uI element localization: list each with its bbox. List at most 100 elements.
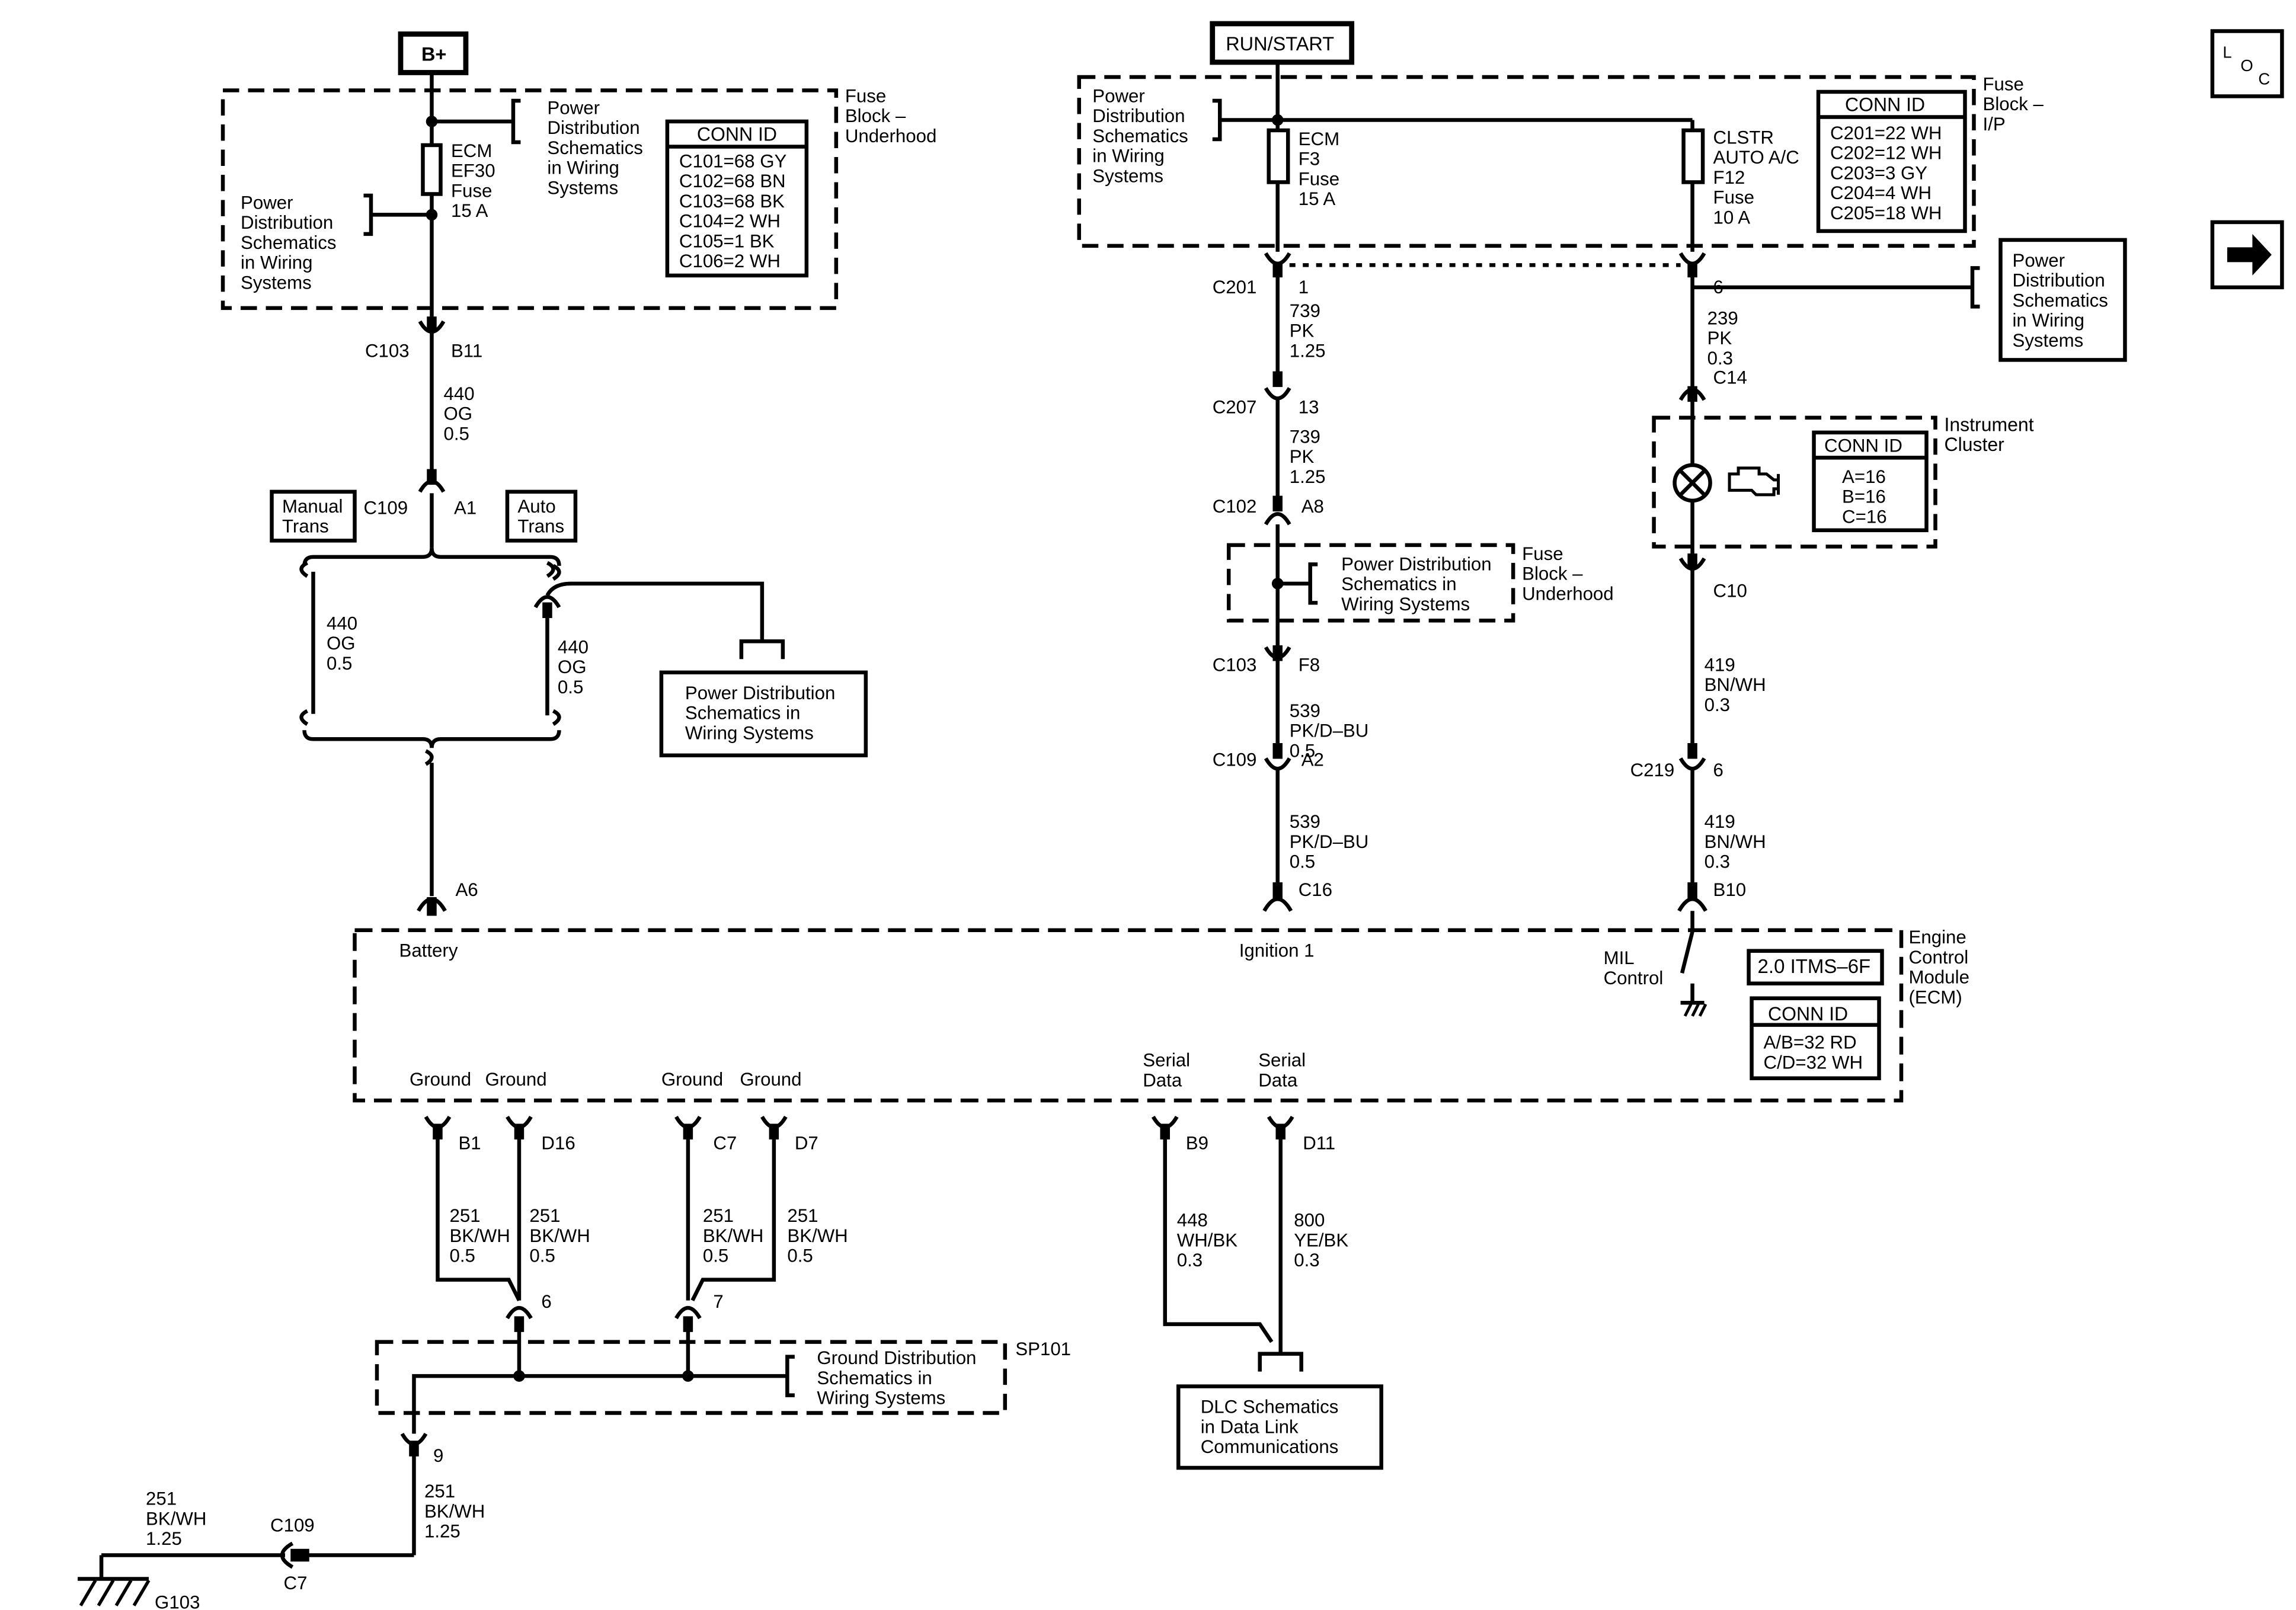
label-22-line-4: C205=18 WH xyxy=(1830,203,1942,223)
label-20-line-2: F12 xyxy=(1713,167,1745,188)
label-41: Ignition 1 xyxy=(1239,940,1315,961)
label-83-line-0: 251 xyxy=(424,1481,455,1502)
label-14-line-1: OG xyxy=(558,657,587,677)
label-23-line-2: I/P xyxy=(1982,114,2005,135)
label-32-line-2: Wiring Systems xyxy=(1341,594,1470,614)
loc-button[interactable] xyxy=(2210,29,2284,98)
label-76-line-0: 448 xyxy=(1177,1210,1208,1231)
label-28-line-0: 13 xyxy=(1299,396,1319,417)
label-33-line-1: Block – xyxy=(1522,564,1583,584)
label-27: C207 xyxy=(1213,396,1257,417)
label-40-line-0: C16 xyxy=(1299,879,1332,900)
label-3-line-4: Systems xyxy=(241,272,312,293)
label-5-line-0: C101=68 GY xyxy=(679,151,787,171)
label-52: 6 xyxy=(1713,760,1723,780)
next-page-button[interactable] xyxy=(2210,220,2284,290)
power-distribution-box-right xyxy=(1998,238,2127,362)
label-85: C109 xyxy=(270,1515,315,1536)
label-46-line-1: Cluster xyxy=(1945,434,2005,455)
label-88-line-0: DLC Schematics xyxy=(1201,1397,1339,1417)
label-17: Battery xyxy=(399,940,458,961)
label-11-line-0: A1 xyxy=(454,497,477,518)
label-50-line-1: BN/WH xyxy=(1705,674,1766,695)
label-19-line-2: Fuse xyxy=(1299,168,1339,189)
label-0-line-4: Systems xyxy=(547,177,618,198)
label-65-line-1: Data xyxy=(1258,1070,1298,1090)
label-51-line-0: C219 xyxy=(1630,760,1675,780)
label-43-line-2: 0.3 xyxy=(1707,348,1733,369)
label-59-line-1: Control xyxy=(1909,947,1969,968)
dlc-schematics-box xyxy=(1176,1384,1383,1470)
label-0-line-1: Distribution xyxy=(547,117,639,138)
engine-icon xyxy=(1728,466,1780,497)
fuse-block-ip-outline xyxy=(1077,75,1976,248)
label-35: F8 xyxy=(1299,654,1320,675)
label-13-line-0: 440 xyxy=(327,613,357,633)
label-28: 13 xyxy=(1299,396,1319,417)
label-77-line-0: 800 xyxy=(1294,1210,1325,1231)
label-34: C103 xyxy=(1213,654,1257,675)
label-0-line-2: Schematics xyxy=(547,137,642,158)
label-27-line-0: C207 xyxy=(1213,396,1257,417)
label-76-line-1: WH/BK xyxy=(1177,1230,1238,1250)
label-87: G103 xyxy=(155,1592,200,1610)
label-73-line-0: 251 xyxy=(529,1205,560,1226)
label-81-line-1: Schematics in xyxy=(817,1368,932,1388)
label-45-line-1: Distribution xyxy=(2012,270,2105,291)
label-45-line-0: Power xyxy=(2012,250,2065,271)
label-80: SP101 xyxy=(1015,1339,1071,1359)
label-23-line-0: Fuse xyxy=(1982,73,2023,94)
label-70: B9 xyxy=(1186,1133,1208,1154)
label-1-line-0: Fuse xyxy=(845,85,886,106)
label-10-line-0: C109 xyxy=(363,497,408,518)
label-29-line-2: 1.25 xyxy=(1290,466,1326,487)
label-57-line-0: CONN ID xyxy=(1768,1003,1848,1025)
label-88-line-1: in Data Link xyxy=(1201,1416,1299,1437)
label-3-line-2: Schematics xyxy=(241,232,336,253)
label-35-line-0: F8 xyxy=(1299,654,1320,675)
label-58-line-1: C/D=32 WH xyxy=(1764,1052,1863,1073)
conn-id-table-ecm xyxy=(1750,996,1881,1080)
label-22-line-2: C203=3 GY xyxy=(1830,162,1927,183)
fuse-block-underhood-outline xyxy=(220,88,839,311)
label-38-line-0: A2 xyxy=(1302,749,1324,770)
label-72-line-2: 0.5 xyxy=(449,1246,475,1266)
label-18-line-3: in Wiring xyxy=(1092,146,1165,167)
label-64-line-1: Data xyxy=(1143,1070,1182,1090)
label-50-line-0: 419 xyxy=(1705,654,1735,675)
sp101-splice-outline xyxy=(375,1340,1008,1415)
fuse-block-underhood-center-outline xyxy=(1226,543,1515,623)
label-84-line-1: BK/WH xyxy=(146,1508,206,1529)
label-24: C201 xyxy=(1213,277,1257,297)
label-20-line-1: AUTO A/C xyxy=(1713,147,1799,168)
label-81-line-0: Ground Distribution xyxy=(817,1347,976,1368)
label-74-line-2: 0.5 xyxy=(703,1246,728,1266)
label-16: A6 xyxy=(455,879,478,900)
label-26-line-0: 739 xyxy=(1290,300,1320,321)
label-0-line-0: Power xyxy=(547,97,600,118)
label-31-line-0: A8 xyxy=(1302,496,1324,517)
label-33-line-0: Fuse xyxy=(1522,543,1563,564)
mil-control-switch xyxy=(1680,931,1694,974)
